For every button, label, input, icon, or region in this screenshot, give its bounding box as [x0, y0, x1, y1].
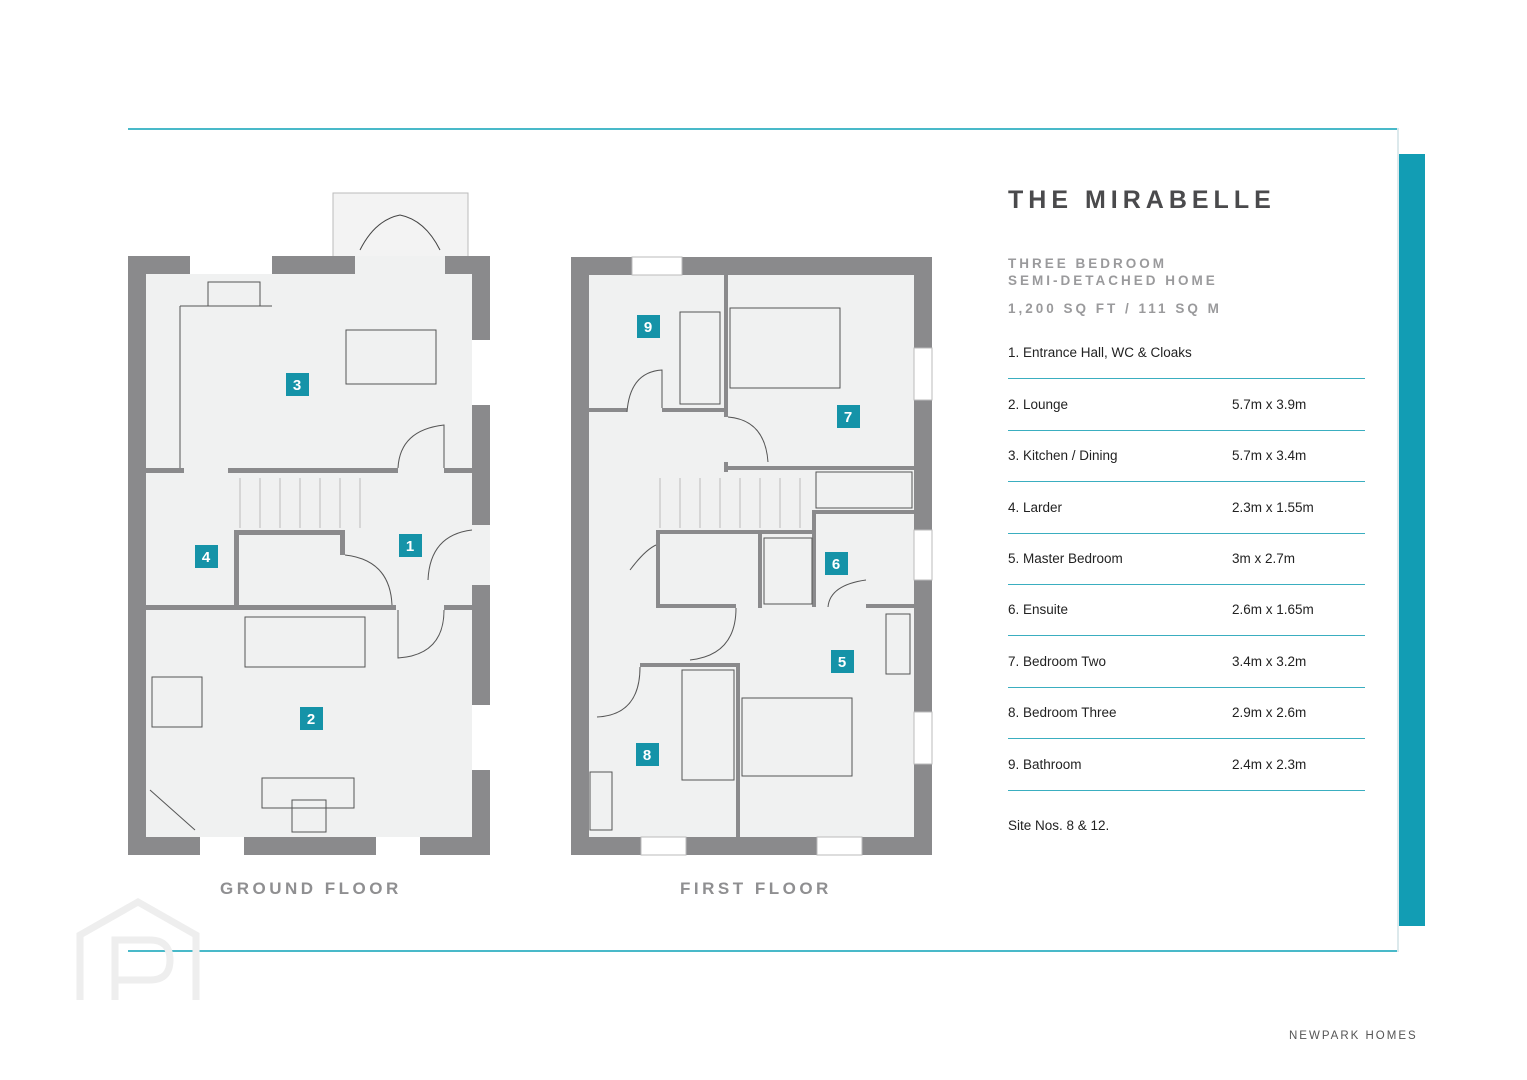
room-row: 3. Kitchen / Dining 5.7m x 3.4m — [1008, 430, 1365, 482]
first-floor-plan — [571, 256, 933, 856]
room-marker-1-text: 1 — [406, 538, 414, 555]
room-dimensions: 3m x 2.7m — [1232, 551, 1296, 566]
room-row: 1. Entrance Hall, WC & Cloaks — [1008, 327, 1365, 379]
room-marker-2-text: 2 — [307, 711, 315, 728]
room-dimensions: 5.7m x 3.4m — [1232, 448, 1307, 463]
room-marker-6 — [825, 552, 848, 575]
subtitle-line-1: THREE BEDROOM — [1008, 256, 1168, 271]
first-floor-label: FIRST FLOOR — [680, 879, 832, 898]
room-marker-8-text: 8 — [643, 747, 651, 764]
room-row: 2. Lounge 5.7m x 3.9m — [1008, 379, 1365, 431]
room-dimensions: 2.6m x 1.65m — [1232, 602, 1314, 617]
room-name: 2. Lounge — [1008, 397, 1069, 412]
room-marker-9 — [637, 315, 660, 338]
room-marker-1 — [399, 534, 422, 557]
room-row: 9. Bathroom 2.4m x 2.3m — [1008, 739, 1365, 791]
room-name: 8. Bedroom Three — [1008, 705, 1117, 720]
room-marker-6-text: 6 — [832, 556, 840, 573]
room-name: 7. Bedroom Two — [1008, 654, 1107, 669]
room-row: 7. Bedroom Two 3.4m x 3.2m — [1008, 636, 1365, 688]
room-marker-2 — [300, 707, 323, 730]
room-marker-5 — [831, 650, 854, 673]
room-name: 6. Ensuite — [1008, 602, 1069, 617]
frame-top-line — [128, 128, 1399, 130]
room-row: 8. Bedroom Three 2.9m x 2.6m — [1008, 687, 1365, 739]
room-name: 4. Larder — [1008, 500, 1063, 515]
room-marker-9-text: 9 — [644, 319, 652, 336]
room-name: 3. Kitchen / Dining — [1008, 448, 1118, 463]
room-markers: 1 2 3 4 5 6 7 8 9 — [195, 315, 860, 766]
frame-bottom-line — [128, 950, 1399, 952]
ground-floor-label: GROUND FLOOR — [220, 879, 402, 898]
watermark-logo-icon — [76, 897, 200, 1000]
room-row: 6. Ensuite 2.6m x 1.65m — [1008, 584, 1365, 636]
room-name: 9. Bathroom — [1008, 757, 1082, 772]
subtitle-line-2: SEMI-DETACHED HOME — [1008, 273, 1218, 288]
room-marker-8 — [636, 743, 659, 766]
page-title: THE MIRABELLE — [1008, 186, 1276, 214]
room-dimensions: 2.3m x 1.55m — [1232, 500, 1314, 515]
room-marker-3-text: 3 — [293, 377, 301, 394]
room-dimensions: 2.4m x 2.3m — [1232, 757, 1307, 772]
room-name: 1. Entrance Hall, WC & Cloaks — [1008, 345, 1192, 360]
room-row: 4. Larder 2.3m x 1.55m — [1008, 482, 1365, 534]
ground-floor-plan — [128, 192, 490, 855]
accent-bar — [1399, 154, 1425, 926]
frame-right-line — [1397, 128, 1399, 952]
room-name: 5. Master Bedroom — [1008, 551, 1123, 566]
area-text: 1,200 SQ FT / 111 SQ M — [1008, 301, 1222, 316]
brand-name: NEWPARK HOMES — [1289, 1030, 1418, 1042]
room-dimensions: 3.4m x 3.2m — [1232, 654, 1307, 669]
room-row: 5. Master Bedroom 3m x 2.7m — [1008, 533, 1365, 585]
room-marker-4-text: 4 — [202, 549, 211, 566]
room-dimensions: 5.7m x 3.9m — [1232, 397, 1307, 412]
room-dimensions: 2.9m x 2.6m — [1232, 705, 1307, 720]
site-note: Site Nos. 8 & 12. — [1008, 818, 1110, 833]
room-marker-7 — [837, 405, 860, 428]
room-marker-3 — [286, 373, 309, 396]
room-marker-7-text: 7 — [844, 409, 852, 426]
room-marker-4 — [195, 545, 218, 568]
room-marker-5-text: 5 — [838, 654, 846, 671]
